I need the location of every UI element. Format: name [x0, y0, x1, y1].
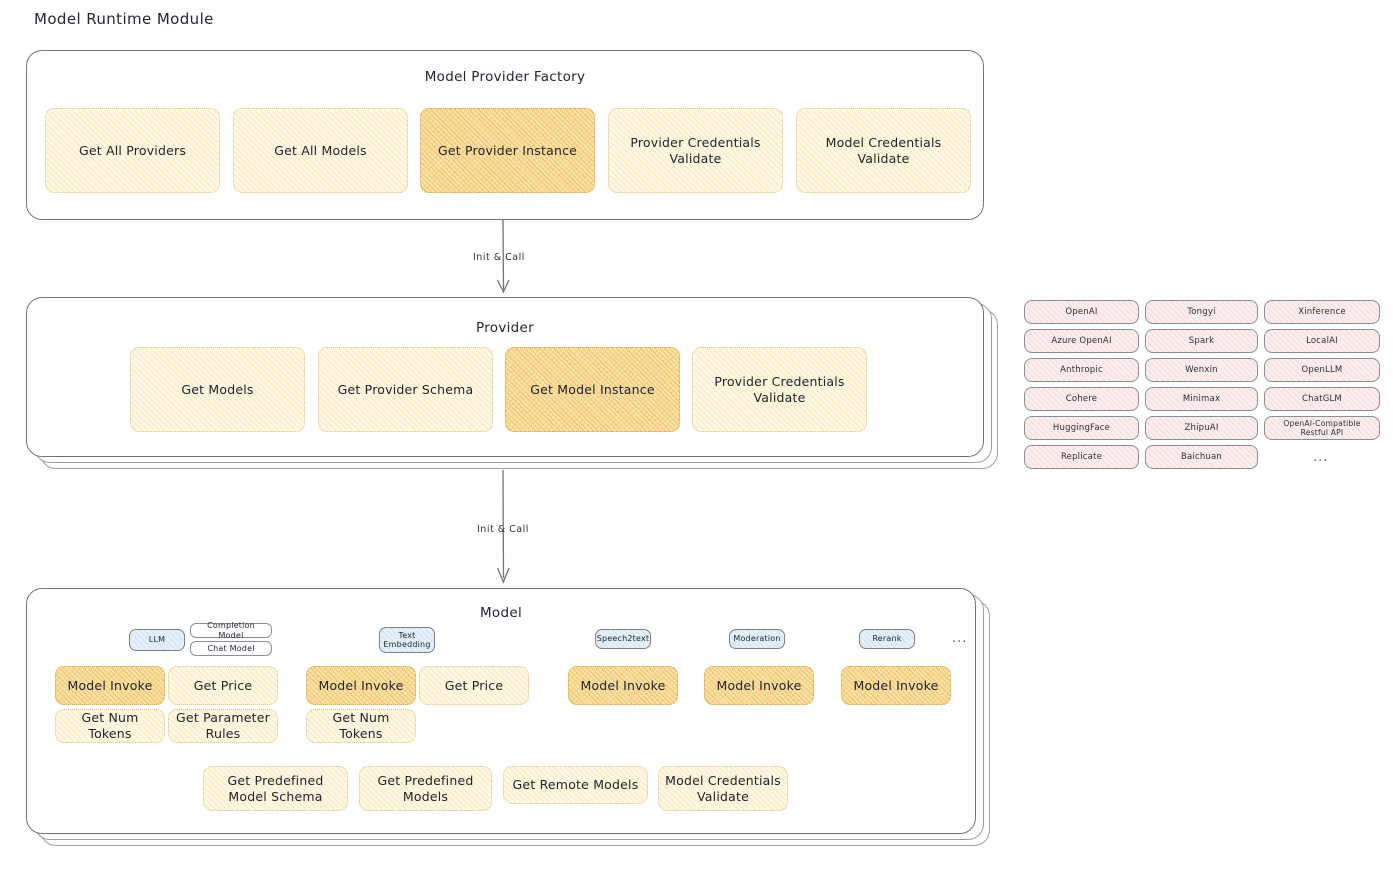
provider-node-provider-credentials-validate[interactable]: Provider Credentials Validate: [692, 347, 867, 432]
model-node-text-embedding-get-num-tokens[interactable]: Get Num Tokens: [306, 709, 416, 743]
provider-panel: Provider Get Models Get Provider Schema …: [26, 297, 984, 457]
provider-chip-chatglm[interactable]: ChatGLM: [1264, 387, 1380, 411]
factory-node-provider-credentials-validate[interactable]: Provider Credentials Validate: [608, 108, 783, 193]
model-node-llm-get-price[interactable]: Get Price: [168, 666, 278, 705]
provider-chip-huggingface[interactable]: HuggingFace: [1024, 416, 1139, 440]
model-node-llm-get-num-tokens[interactable]: Get Num Tokens: [55, 709, 165, 743]
provider-chip-wenxin[interactable]: Wenxin: [1145, 358, 1258, 382]
provider-chip-baichuan[interactable]: Baichuan: [1145, 445, 1258, 469]
model-title: Model: [479, 605, 523, 621]
model-type-badge-text-embedding[interactable]: Text Embedding: [379, 627, 435, 653]
provider-chip-openai[interactable]: OpenAI: [1024, 300, 1139, 324]
provider-title: Provider: [476, 320, 534, 336]
model-type-badge-llm[interactable]: LLM: [129, 629, 185, 651]
provider-chip-anthropic[interactable]: Anthropic: [1024, 358, 1139, 382]
factory-node-model-credentials-validate[interactable]: Model Credentials Validate: [796, 108, 971, 193]
model-node-llm-get-parameter-rules[interactable]: Get Parameter Rules: [168, 709, 278, 743]
model-node-get-predefined-models[interactable]: Get Predefined Models: [359, 766, 492, 811]
provider-chip-xinference[interactable]: Xinference: [1264, 300, 1380, 324]
factory-node-get-all-providers[interactable]: Get All Providers: [45, 108, 220, 193]
factory-node-get-all-models[interactable]: Get All Models: [233, 108, 408, 193]
provider-node-get-models[interactable]: Get Models: [130, 347, 305, 432]
model-subbadge-chat-model[interactable]: Chat Model: [190, 641, 272, 656]
arrow-factory-to-provider: [470, 219, 550, 300]
model-node-llm-model-invoke[interactable]: Model Invoke: [55, 666, 165, 705]
model-panel: Model LLM Completion Model Chat Model Mo…: [26, 588, 976, 834]
model-node-text-embedding-get-price[interactable]: Get Price: [419, 666, 529, 705]
provider-node-get-model-instance[interactable]: Get Model Instance: [505, 347, 680, 432]
model-type-badge-moderation[interactable]: Moderation: [729, 629, 785, 649]
factory-node-get-provider-instance[interactable]: Get Provider Instance: [420, 108, 595, 193]
model-provider-factory-panel: Model Provider Factory Get All Providers…: [26, 50, 984, 220]
model-provider-factory-title: Model Provider Factory: [424, 69, 586, 85]
model-type-badge-speech2text[interactable]: Speech2text: [595, 629, 651, 649]
provider-chip-minimax[interactable]: Minimax: [1145, 387, 1258, 411]
arrow-down-icon: [496, 469, 510, 584]
model-node-model-credentials-validate[interactable]: Model Credentials Validate: [658, 766, 788, 811]
provider-chip-azure-openai[interactable]: Azure OpenAI: [1024, 329, 1139, 353]
provider-chip-spark[interactable]: Spark: [1145, 329, 1258, 353]
arrow-label-init-and-call-2: Init & Call: [477, 524, 529, 535]
provider-chip-zhipuai[interactable]: ZhipuAI: [1145, 416, 1258, 440]
page-title: Model Runtime Module: [34, 10, 214, 28]
provider-chip-replicate[interactable]: Replicate: [1024, 445, 1139, 469]
model-subbadge-completion-model[interactable]: Completion Model: [190, 621, 272, 640]
model-node-text-embedding-model-invoke[interactable]: Model Invoke: [306, 666, 416, 705]
arrow-label-init-and-call-1: Init & Call: [473, 252, 525, 263]
provider-chip-localai[interactable]: LocalAI: [1264, 329, 1380, 353]
provider-chip-openai-compatible-restful-api[interactable]: OpenAI-Compatible Restful API: [1264, 416, 1380, 440]
provider-node-get-provider-schema[interactable]: Get Provider Schema: [318, 347, 493, 432]
arrow-provider-to-model: [470, 469, 550, 588]
model-types-more: ...: [952, 631, 968, 646]
model-node-get-remote-models[interactable]: Get Remote Models: [503, 766, 648, 804]
provider-chip-openllm[interactable]: OpenLLM: [1264, 358, 1380, 382]
arrow-down-icon: [496, 219, 510, 294]
model-node-rerank-model-invoke[interactable]: Model Invoke: [841, 666, 951, 705]
provider-chip-cohere[interactable]: Cohere: [1024, 387, 1139, 411]
model-node-moderation-model-invoke[interactable]: Model Invoke: [704, 666, 814, 705]
model-node-get-predefined-model-schema[interactable]: Get Predefined Model Schema: [203, 766, 348, 811]
provider-list-more: ...: [1313, 450, 1329, 465]
provider-chip-tongyi[interactable]: Tongyi: [1145, 300, 1258, 324]
model-node-speech2text-model-invoke[interactable]: Model Invoke: [568, 666, 678, 705]
model-type-badge-rerank[interactable]: Rerank: [859, 629, 915, 649]
